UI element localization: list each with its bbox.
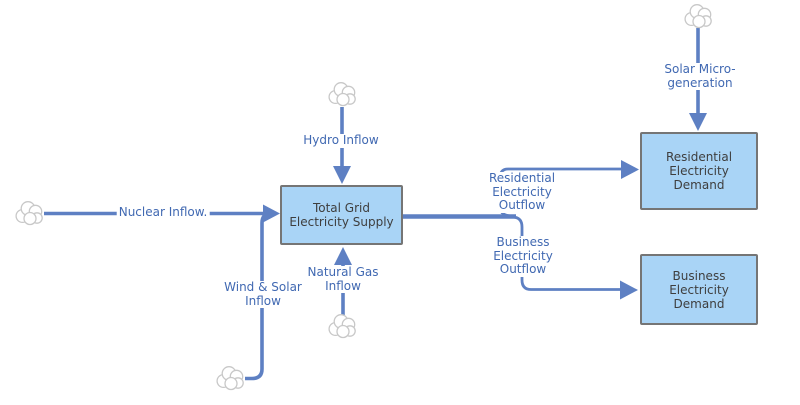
stock-residential-electricity-demand[interactable]: Residential Electricity Demand [640,132,758,210]
flow-label-business-electricity-outflow[interactable]: Business Electricity Outflow [491,235,555,277]
flow-wind-solar-inflow[interactable] [245,211,272,381]
cloud-wind-solar-source-icon[interactable] [216,366,244,391]
arrowhead-right-icon [621,160,639,179]
arrowhead-right-icon [263,204,280,223]
flow-line [245,211,272,381]
cloud-solar-micro-source-icon[interactable] [684,4,712,29]
stock-label: Residential Electricity Demand [665,150,733,192]
cloud-hydro-source-icon[interactable] [328,82,356,107]
stock-business-electricity-demand[interactable]: Business Electricity Demand [640,254,758,325]
flow-label-wind-solar-inflow[interactable]: Wind & Solar Inflow [222,280,304,308]
flow-label-hydro-inflow[interactable]: Hydro Inflow [301,133,381,148]
arrowhead-down-icon [333,166,351,184]
flow-label-nuclear-inflow[interactable]: Nuclear Inflow. [116,205,210,220]
flow-label-natural-gas-inflow[interactable]: Natural Gas Inflow [305,265,381,293]
flow-business-electricity-outflow[interactable] [512,215,638,300]
flow-label-residential-electricity-outflow[interactable]: Residential Electricity Outflow [486,171,558,213]
cloud-natural-gas-source-icon[interactable] [328,314,356,339]
arrowhead-up-icon [334,247,352,265]
arrowhead-right-icon [620,280,638,300]
flow-line [512,215,620,291]
stock-total-grid-electricity-supply[interactable]: Total Grid Electricity Supply [280,185,403,245]
stock-label: Total Grid Electricity Supply [289,201,394,229]
flow-label-solar-microgeneration[interactable]: Solar Micro- generation [662,62,738,90]
stock-label: Business Electricity Demand [669,268,729,311]
arrowhead-down-icon [689,113,707,131]
cloud-nuclear-source-icon[interactable] [15,201,43,226]
